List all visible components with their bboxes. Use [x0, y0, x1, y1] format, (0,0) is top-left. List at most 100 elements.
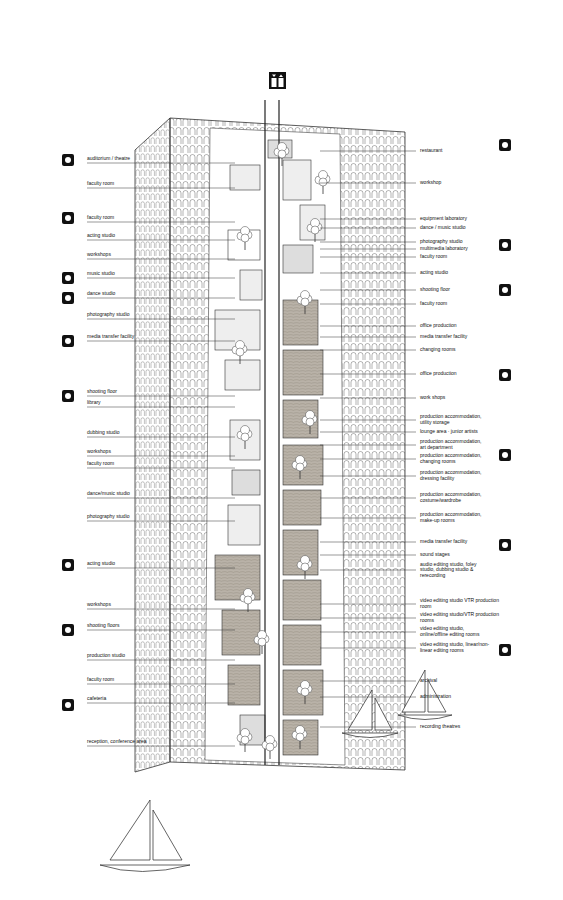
room-label: acting studio — [420, 270, 500, 276]
icon — [62, 624, 74, 636]
leader-line — [320, 398, 416, 399]
room-label: dance studio — [87, 291, 197, 297]
leader-line — [87, 298, 235, 299]
leader-line — [87, 568, 235, 569]
room-label: work shops — [420, 395, 500, 401]
leader-line — [87, 341, 235, 342]
leader-line — [320, 326, 416, 327]
tree — [315, 171, 330, 195]
leader-line — [320, 304, 416, 305]
room-label: changing rooms — [420, 347, 500, 353]
leader-line — [87, 278, 235, 279]
studio-box — [215, 555, 260, 600]
leader-line — [320, 228, 416, 229]
studio-box — [230, 165, 260, 190]
room-label: production accommodation, changing rooms — [420, 453, 486, 464]
room-label: production accommodation, make-up rooms — [420, 512, 486, 523]
room-label: faculty room — [87, 215, 197, 221]
leader-line — [320, 350, 416, 351]
tree — [232, 341, 247, 365]
studio-box — [283, 160, 311, 200]
leader-line — [320, 273, 416, 274]
leader-line — [87, 703, 235, 704]
icon — [499, 284, 511, 296]
studio-box — [240, 270, 262, 300]
studio-box — [222, 610, 260, 655]
room-label: workshops — [87, 252, 197, 258]
tree — [274, 143, 289, 167]
leader-line — [87, 684, 235, 685]
room-label: photography studio — [87, 514, 197, 520]
leader-line — [87, 163, 235, 164]
studio-box — [283, 670, 323, 715]
room-label: video editing studio, online/offline edi… — [420, 626, 486, 637]
leader-line — [320, 727, 416, 728]
leader-line — [87, 240, 235, 241]
leader-line — [320, 249, 416, 250]
shaft-line — [264, 100, 265, 765]
icon — [62, 154, 74, 166]
studio-box — [228, 230, 260, 260]
tree — [237, 426, 252, 450]
leader-line — [320, 476, 416, 477]
studio-box — [240, 715, 265, 745]
tower-front-face — [170, 118, 405, 770]
room-label: workshop — [420, 180, 500, 186]
studio-box — [283, 350, 323, 395]
leader-line — [87, 630, 235, 631]
room-label: sound stages — [420, 552, 500, 558]
tree — [292, 456, 307, 480]
icon — [499, 239, 511, 251]
leader-line — [320, 374, 416, 375]
leader-line — [320, 337, 416, 338]
room-label: media transfer facility — [87, 334, 197, 340]
leader-line — [320, 432, 416, 433]
room-label: video editing studio VTR production room — [420, 598, 500, 609]
room-label: shooting floor — [87, 389, 197, 395]
room-label: faculty room — [87, 677, 197, 683]
leader-line — [87, 660, 235, 661]
studio-box — [283, 720, 318, 755]
tree — [297, 291, 312, 315]
studio-box — [215, 310, 260, 350]
room-label: faculty room — [420, 254, 500, 260]
leader-line — [320, 555, 416, 556]
leader-line — [87, 746, 235, 747]
tree — [297, 556, 312, 580]
leader-line — [320, 459, 416, 460]
leader-line — [320, 570, 416, 571]
icon — [499, 644, 511, 656]
icon — [499, 139, 511, 151]
icon — [62, 335, 74, 347]
studio-box — [300, 205, 325, 240]
room-label: acting studio — [87, 233, 197, 239]
room-label: media transfer facility — [420, 539, 500, 545]
room-label: multimedia laboratory — [420, 246, 500, 252]
room-label: music studio — [87, 271, 197, 277]
room-label: faculty room — [420, 301, 500, 307]
leader-line — [320, 604, 416, 605]
leader-line — [87, 222, 235, 223]
room-label: production studio — [87, 653, 197, 659]
leader-line — [87, 609, 235, 610]
function-icons — [62, 139, 511, 711]
room-label: dance / music studio — [420, 225, 500, 231]
studio-box — [283, 530, 318, 575]
icon — [499, 539, 511, 551]
room-label: shooting floor — [420, 287, 500, 293]
studio-box — [228, 665, 260, 705]
tree — [297, 681, 312, 705]
room-label: restaurant — [420, 148, 500, 154]
room-label: video editing studio/VTR production room… — [420, 612, 500, 623]
leader-line — [320, 542, 416, 543]
room-label: lounge area · junior artists — [420, 429, 500, 435]
studio-boxes — [215, 140, 325, 755]
icon — [62, 390, 74, 402]
studio-box — [283, 400, 318, 438]
leader-line — [320, 648, 416, 649]
room-label: photography studio — [87, 312, 197, 318]
leader-line — [87, 188, 235, 189]
tree — [237, 227, 252, 251]
room-label: equipment laboratory — [420, 216, 500, 222]
